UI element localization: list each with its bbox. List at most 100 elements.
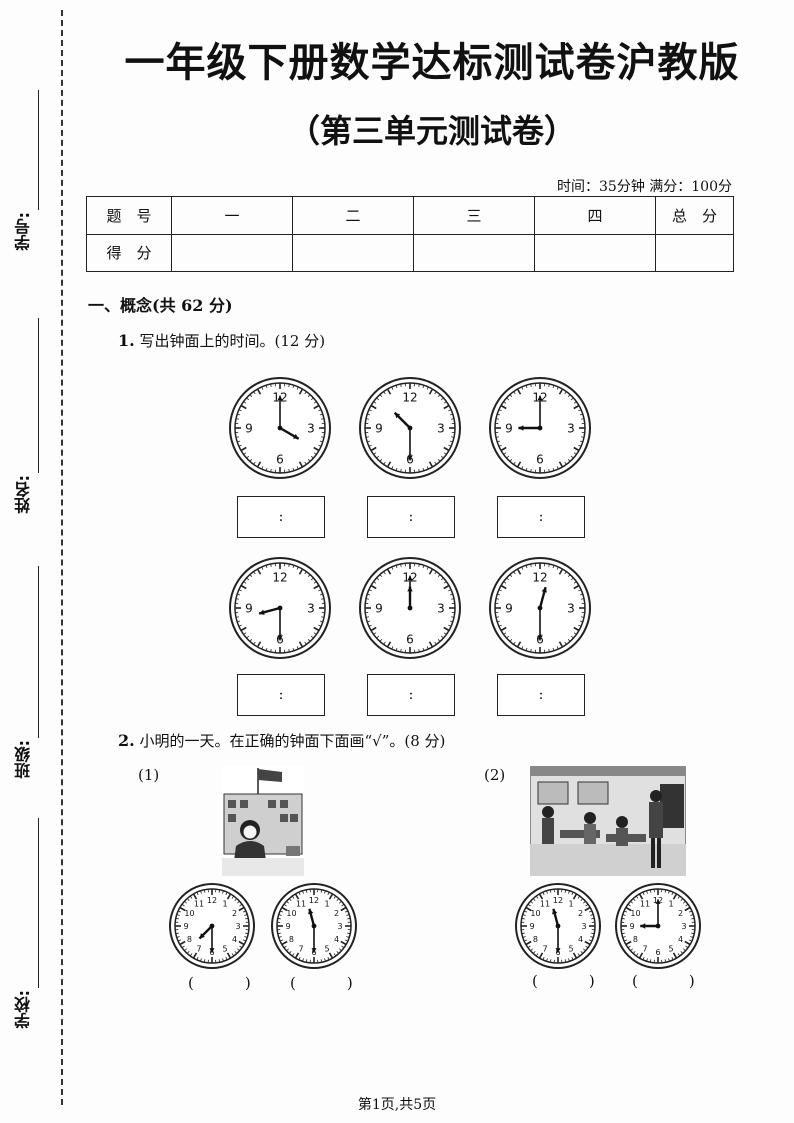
clock-tick bbox=[391, 566, 394, 570]
clock-tick bbox=[671, 892, 674, 896]
time-answer-box[interactable]: : bbox=[367, 674, 455, 716]
score-input-cell[interactable] bbox=[171, 233, 293, 272]
clock-tick bbox=[320, 418, 325, 420]
clock-tick bbox=[516, 461, 522, 468]
clock-tick bbox=[370, 404, 377, 410]
clock-tick bbox=[391, 646, 394, 650]
clock-tick bbox=[291, 895, 295, 899]
score-input-cell[interactable] bbox=[413, 233, 535, 272]
time-answer-box[interactable]: : bbox=[497, 674, 585, 716]
clock-tick bbox=[319, 620, 323, 623]
hour-hand-tip bbox=[518, 425, 524, 431]
score-table: 题 号 一 二 三 四 总 分 得 分 bbox=[86, 196, 734, 272]
class-field[interactable] bbox=[38, 566, 39, 738]
score-table-cell: 总 分 bbox=[655, 196, 734, 235]
clock-tick bbox=[383, 391, 386, 395]
clock-number: 9 bbox=[375, 422, 383, 436]
clock-tick bbox=[237, 593, 241, 596]
school-field[interactable] bbox=[38, 818, 39, 988]
time-answer-box[interactable]: : bbox=[237, 496, 325, 538]
clock-tick bbox=[376, 397, 380, 401]
clock-tick bbox=[564, 391, 567, 395]
clock-number: 3 bbox=[337, 922, 342, 931]
clock-tick bbox=[365, 436, 370, 438]
score-input-cell[interactable] bbox=[292, 233, 414, 272]
time-answer-box[interactable]: : bbox=[367, 496, 455, 538]
clock-tick bbox=[298, 956, 301, 960]
clock-tick bbox=[320, 959, 323, 963]
clock-tick bbox=[582, 900, 586, 904]
clock-tick bbox=[440, 397, 444, 401]
clock-tick bbox=[218, 959, 221, 963]
clock-tick bbox=[682, 900, 686, 904]
clock-tick bbox=[391, 466, 394, 470]
student-id-field[interactable] bbox=[38, 90, 39, 210]
clock-tick bbox=[373, 452, 377, 455]
clock-tick bbox=[368, 589, 372, 592]
check-answer-slot[interactable]: ( ) bbox=[632, 972, 713, 990]
clock-tick bbox=[225, 956, 228, 960]
clock-tick bbox=[304, 641, 307, 645]
clock-tick bbox=[426, 646, 429, 650]
clock-tick bbox=[552, 647, 555, 651]
clock-tick bbox=[428, 388, 434, 395]
clock-tick bbox=[625, 940, 632, 946]
clock-tick bbox=[344, 939, 348, 942]
clock-tick bbox=[500, 446, 507, 452]
clock-tick bbox=[567, 394, 571, 398]
clock-tick bbox=[449, 620, 453, 623]
clock-tick bbox=[498, 624, 502, 627]
clock-tick bbox=[367, 593, 371, 596]
clock-number: 5 bbox=[222, 945, 227, 954]
clock-tick bbox=[538, 893, 544, 900]
clock-tick bbox=[448, 409, 452, 412]
clock-number: 10 bbox=[184, 909, 194, 918]
clock-tick bbox=[368, 624, 372, 627]
clock-tick bbox=[288, 898, 292, 902]
clock-tick bbox=[632, 950, 636, 954]
clock-tick bbox=[281, 906, 288, 912]
clock-tick bbox=[495, 436, 500, 438]
clock-tick bbox=[236, 900, 240, 904]
clock-tick bbox=[521, 932, 525, 935]
clock-tick bbox=[283, 945, 287, 949]
name-field[interactable] bbox=[38, 318, 39, 473]
clock-tick bbox=[688, 939, 692, 942]
clock-tick bbox=[373, 632, 377, 635]
check-answer-slot[interactable]: ( ) bbox=[532, 972, 613, 990]
clock-tick bbox=[239, 903, 243, 907]
clock-tick bbox=[346, 936, 350, 938]
score-input-cell[interactable] bbox=[534, 233, 656, 272]
clock-number: 3 bbox=[581, 922, 586, 931]
clock-tick bbox=[580, 950, 584, 954]
clock-tick bbox=[296, 466, 299, 470]
check-answer-slot[interactable]: ( ) bbox=[290, 974, 371, 992]
clock-tick bbox=[178, 939, 182, 942]
clock-number: 11 bbox=[540, 899, 550, 908]
minute-hand-tip bbox=[311, 948, 317, 953]
clock-tick bbox=[506, 577, 510, 581]
clock-tick bbox=[577, 953, 581, 957]
clock-tick bbox=[552, 565, 555, 569]
clock-tick bbox=[249, 458, 253, 462]
clock-tick bbox=[426, 386, 429, 390]
clock-tick bbox=[568, 890, 570, 894]
clock-number: 3 bbox=[681, 922, 686, 931]
clock-tick bbox=[448, 589, 452, 592]
clock-tick bbox=[516, 641, 522, 648]
clock-tick bbox=[313, 446, 320, 452]
time-answer-box[interactable]: : bbox=[497, 496, 585, 538]
clock-tick bbox=[340, 906, 347, 912]
clock-tick bbox=[281, 940, 288, 946]
clock-number: 9 bbox=[505, 422, 513, 436]
check-answer-slot[interactable]: ( ) bbox=[188, 974, 269, 992]
clock-tick bbox=[632, 898, 636, 902]
clock-tick bbox=[231, 953, 235, 957]
time-answer-box[interactable]: : bbox=[237, 674, 325, 716]
clock-tick bbox=[578, 589, 582, 592]
score-input-cell[interactable] bbox=[655, 233, 734, 272]
clock-number: 1 bbox=[222, 899, 227, 908]
clock-tick bbox=[313, 581, 317, 584]
clock-tick bbox=[580, 898, 584, 902]
clock-tick bbox=[261, 386, 264, 390]
